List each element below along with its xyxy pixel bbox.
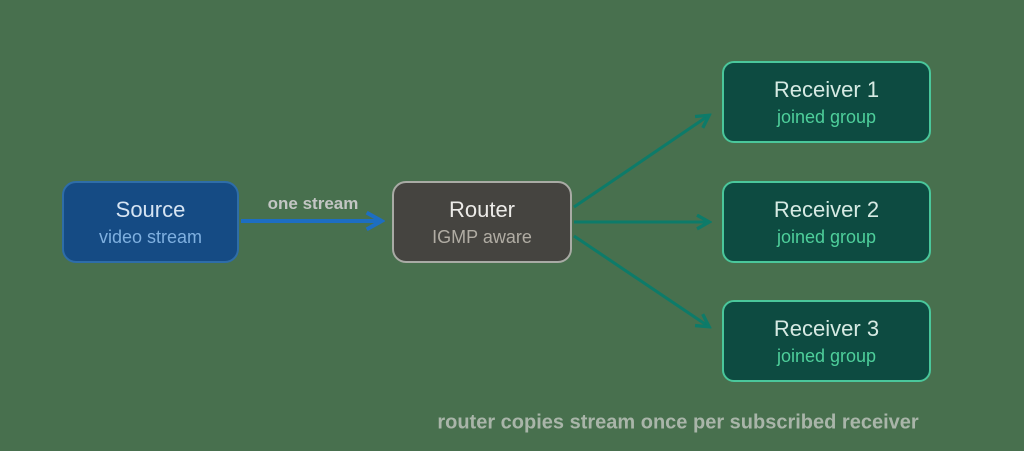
router-node: Router IGMP aware [392,181,572,263]
receiver-3-subtitle: joined group [776,345,877,366]
diagram-caption: router copies stream once per subscribed… [437,411,919,434]
receiver-3-node: Receiver 3 joined group [722,300,931,382]
receiver-2-subtitle: joined group [776,226,877,247]
source-title: Source [115,197,186,222]
edge-router-receiver-3 [573,234,708,326]
router-subtitle: IGMP aware [432,226,532,247]
receiver-2-title: Receiver 2 [773,197,880,222]
receiver-1-title: Receiver 1 [773,77,880,102]
edge-label-one-stream: one stream [267,194,359,213]
source-subtitle: video stream [98,226,203,247]
router-title: Router [448,197,516,222]
receiver-1-subtitle: joined group [776,106,877,127]
receiver-1-node: Receiver 1 joined group [722,61,931,143]
receiver-3-title: Receiver 3 [773,316,880,341]
source-node: Source video stream [62,181,239,263]
receiver-2-node: Receiver 2 joined group [722,181,931,263]
edge-router-receiver-1 [573,116,708,209]
